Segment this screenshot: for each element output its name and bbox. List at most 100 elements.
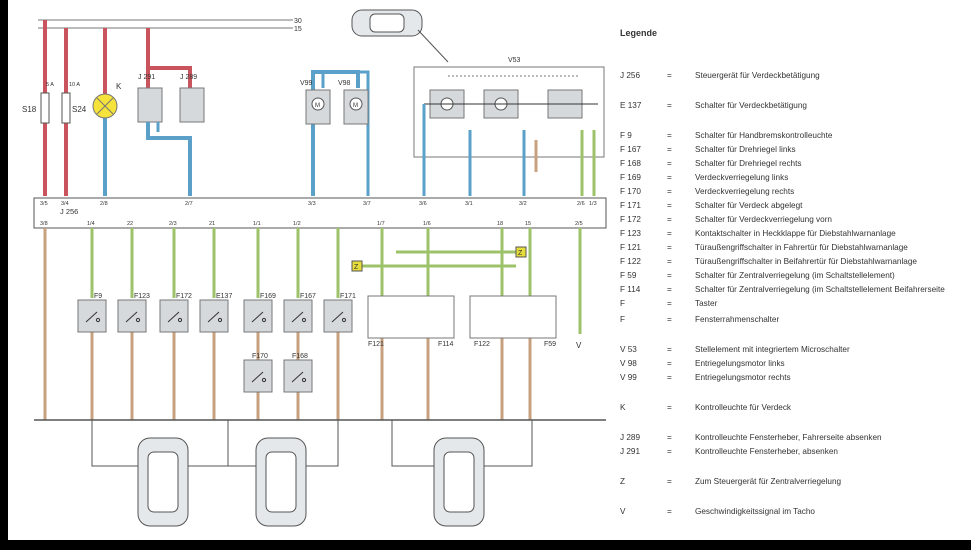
door-switch-frame-left — [367, 295, 455, 339]
switch-f169: F169 — [243, 293, 276, 333]
bottom-pin-label: 15 — [525, 221, 531, 227]
switch-label: F167 — [300, 293, 316, 300]
legend-item-code: F 172 — [620, 215, 641, 224]
legend-item-code: F — [620, 299, 626, 308]
legend-item-eq: = — [667, 447, 672, 456]
legend-item-eq: = — [667, 271, 672, 280]
switch-e137: E137 — [199, 293, 232, 333]
fuse-s24-rating: 10 A — [69, 82, 80, 88]
module-v53-label: V53 — [508, 57, 521, 64]
relay-j289-label: J 289 — [180, 74, 197, 81]
bottom-pin-label: 1/4 — [87, 221, 95, 227]
legend-item-eq: = — [667, 359, 672, 368]
legend-item-code: F 170 — [620, 187, 641, 196]
legend-item-desc: Verdeckverriegelung rechts — [695, 187, 795, 196]
legend-item-code: V 53 — [620, 345, 637, 354]
bottom-pin-label: 1/6 — [423, 221, 431, 227]
legend-item-desc: Fensterrahmenschalter — [695, 315, 780, 324]
v-label: V — [576, 341, 582, 350]
legend-item-eq: = — [667, 315, 672, 324]
legend-item-code: J 289 — [620, 433, 641, 442]
bottom-pin-label: 1/1 — [253, 221, 261, 227]
legend-item-code: F 59 — [620, 271, 637, 280]
legend-item-eq: = — [667, 229, 672, 238]
switch-label: F123 — [134, 293, 150, 300]
legend-item-desc: Schalter für Handbremskontrolleuchte — [695, 131, 833, 140]
switch-label: F122 — [474, 341, 490, 348]
switch-label: F168 — [292, 353, 308, 360]
top-pin-label: 3/3 — [308, 201, 316, 207]
control-unit-j256 — [33, 197, 607, 229]
car-bottom-left-icon — [137, 437, 189, 527]
legend-item-code: V 98 — [620, 359, 637, 368]
legend-item-eq: = — [667, 215, 672, 224]
relay-j291 — [137, 87, 163, 123]
top-pin-label: 3/2 — [519, 201, 527, 207]
fuse-s24-label: S24 — [72, 105, 87, 114]
switch-f170: F170 — [243, 353, 273, 393]
motor-v99-label: V99 — [300, 80, 313, 87]
legend-item-desc: Schalter für Verdeckbetätigung — [695, 101, 807, 110]
top-pin-label: 2/7 — [185, 201, 193, 207]
legend-item-code: J 291 — [620, 447, 641, 456]
legend-item-eq: = — [667, 433, 672, 442]
bottom-pin-label: 2/5 — [575, 221, 583, 227]
legend-item-eq: = — [667, 243, 672, 252]
top-pin-label: 3/1 — [465, 201, 473, 207]
legend-item-code: V 99 — [620, 373, 637, 382]
z-marker-left — [351, 260, 363, 272]
legend-item-code: Z — [620, 477, 626, 486]
legend-item-eq: = — [667, 159, 672, 168]
switch-label: F59 — [544, 341, 556, 348]
legend-item-code: E 137 — [620, 101, 642, 110]
legend-title: Legende — [620, 28, 658, 38]
rail-15-label: 15 — [294, 26, 302, 33]
legend-item-desc: Kontrolleuchte Fensterheber, absenken — [695, 447, 838, 456]
z-label-left: Z — [354, 264, 359, 271]
top-pin-label: 1/3 — [589, 201, 597, 207]
legend: Legende J 256 = Steuergerät für Verdeckbet… — [620, 28, 971, 516]
top-pin-label: 3/4 — [61, 201, 69, 207]
door-switch-frame-right — [469, 295, 557, 339]
relay-j289 — [179, 87, 205, 123]
lamp-k-label: K — [116, 82, 122, 91]
bottom-pin-label: 22 — [127, 221, 133, 227]
legend-item-code: F 167 — [620, 145, 641, 154]
car-top-icon — [351, 9, 423, 37]
legend-item-code: F 121 — [620, 243, 641, 252]
legend-item-eq: = — [667, 285, 672, 294]
top-pin-label: 3/6 — [419, 201, 427, 207]
legend-item-desc: Kontaktschalter in Heckklappe für Diebst… — [695, 229, 896, 238]
legend-item-desc: Steuergerät für Verdeckbetätigung — [695, 71, 820, 80]
legend-item-eq: = — [667, 187, 672, 196]
legend-item-code: K — [620, 403, 626, 412]
motor-v98-label: V98 — [338, 80, 351, 87]
legend-item-code: F 169 — [620, 173, 641, 182]
top-pin-label: 3/7 — [363, 201, 371, 207]
switch-label: F114 — [438, 341, 454, 348]
motor-wire-right — [321, 70, 370, 196]
bottom-pin-label: 3/8 — [40, 221, 48, 227]
bottom-pin-label: 2/3 — [169, 221, 177, 227]
switch-label: F169 — [260, 293, 276, 300]
legend-item-code: J 256 — [620, 71, 641, 80]
bottom-pin-label: 1/2 — [293, 221, 301, 227]
legend-item-eq: = — [667, 477, 672, 486]
switch-f123: F123 — [117, 293, 150, 333]
legend-item-desc: Zum Steuergerät für Zentralverriegelung — [695, 477, 842, 486]
legend-item-desc: Entriegelungsmotor rechts — [695, 373, 791, 382]
relay-j291-label: J 291 — [138, 74, 155, 81]
legend-item-desc: Schalter für Verdeck abgelegt — [695, 201, 803, 210]
z-label-right: Z — [518, 250, 523, 257]
relay-supply-wire — [146, 28, 192, 88]
switch-label: F171 — [340, 293, 356, 300]
switch-label: F172 — [176, 293, 192, 300]
legend-item-desc: Schalter für Zentralverriegelung (im Sch… — [695, 271, 895, 280]
svg-text:M: M — [353, 103, 358, 109]
z-marker-right — [515, 246, 527, 258]
switch-f167: F167 — [283, 293, 316, 333]
legend-item-desc: Geschwindigkeitssignal im Tacho — [695, 507, 815, 516]
legend-item-desc: Stellelement mit integriertem Microschal… — [695, 345, 850, 354]
legend-item-desc: Türaußengriffschalter in Fahrertür für D… — [695, 243, 908, 252]
